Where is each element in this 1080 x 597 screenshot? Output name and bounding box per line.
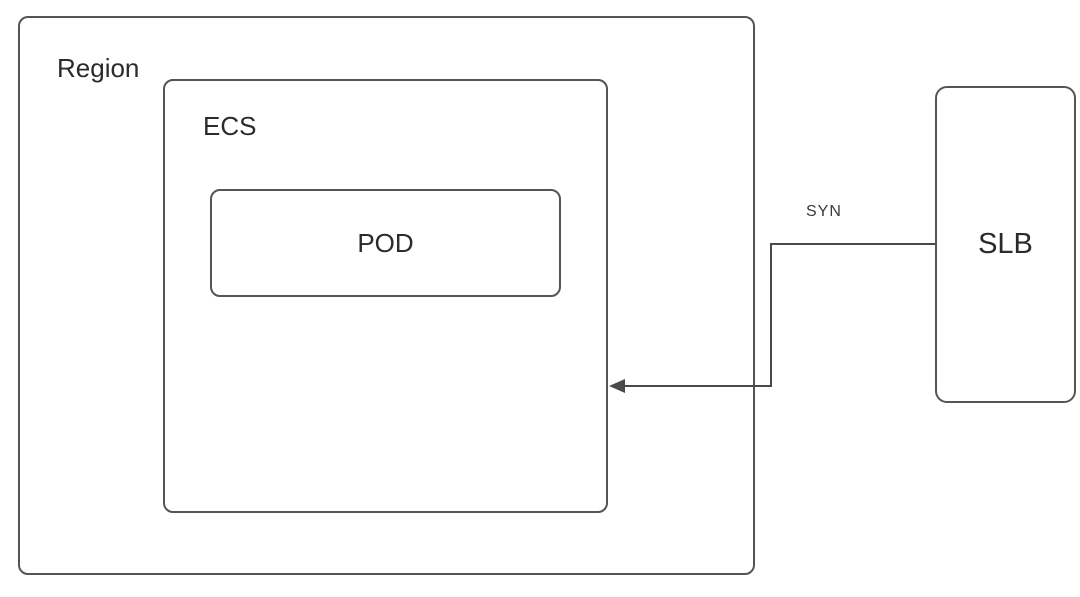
ecs-label: ECS [203,111,257,141]
region-label: Region [57,53,140,83]
pod-label: POD [357,228,414,258]
ecs-box: ECS [163,79,608,513]
syn-edge-label: SYN [806,203,842,220]
slb-box: SLB [935,86,1076,403]
slb-label: SLB [978,228,1033,260]
pod-box: POD [210,189,561,297]
